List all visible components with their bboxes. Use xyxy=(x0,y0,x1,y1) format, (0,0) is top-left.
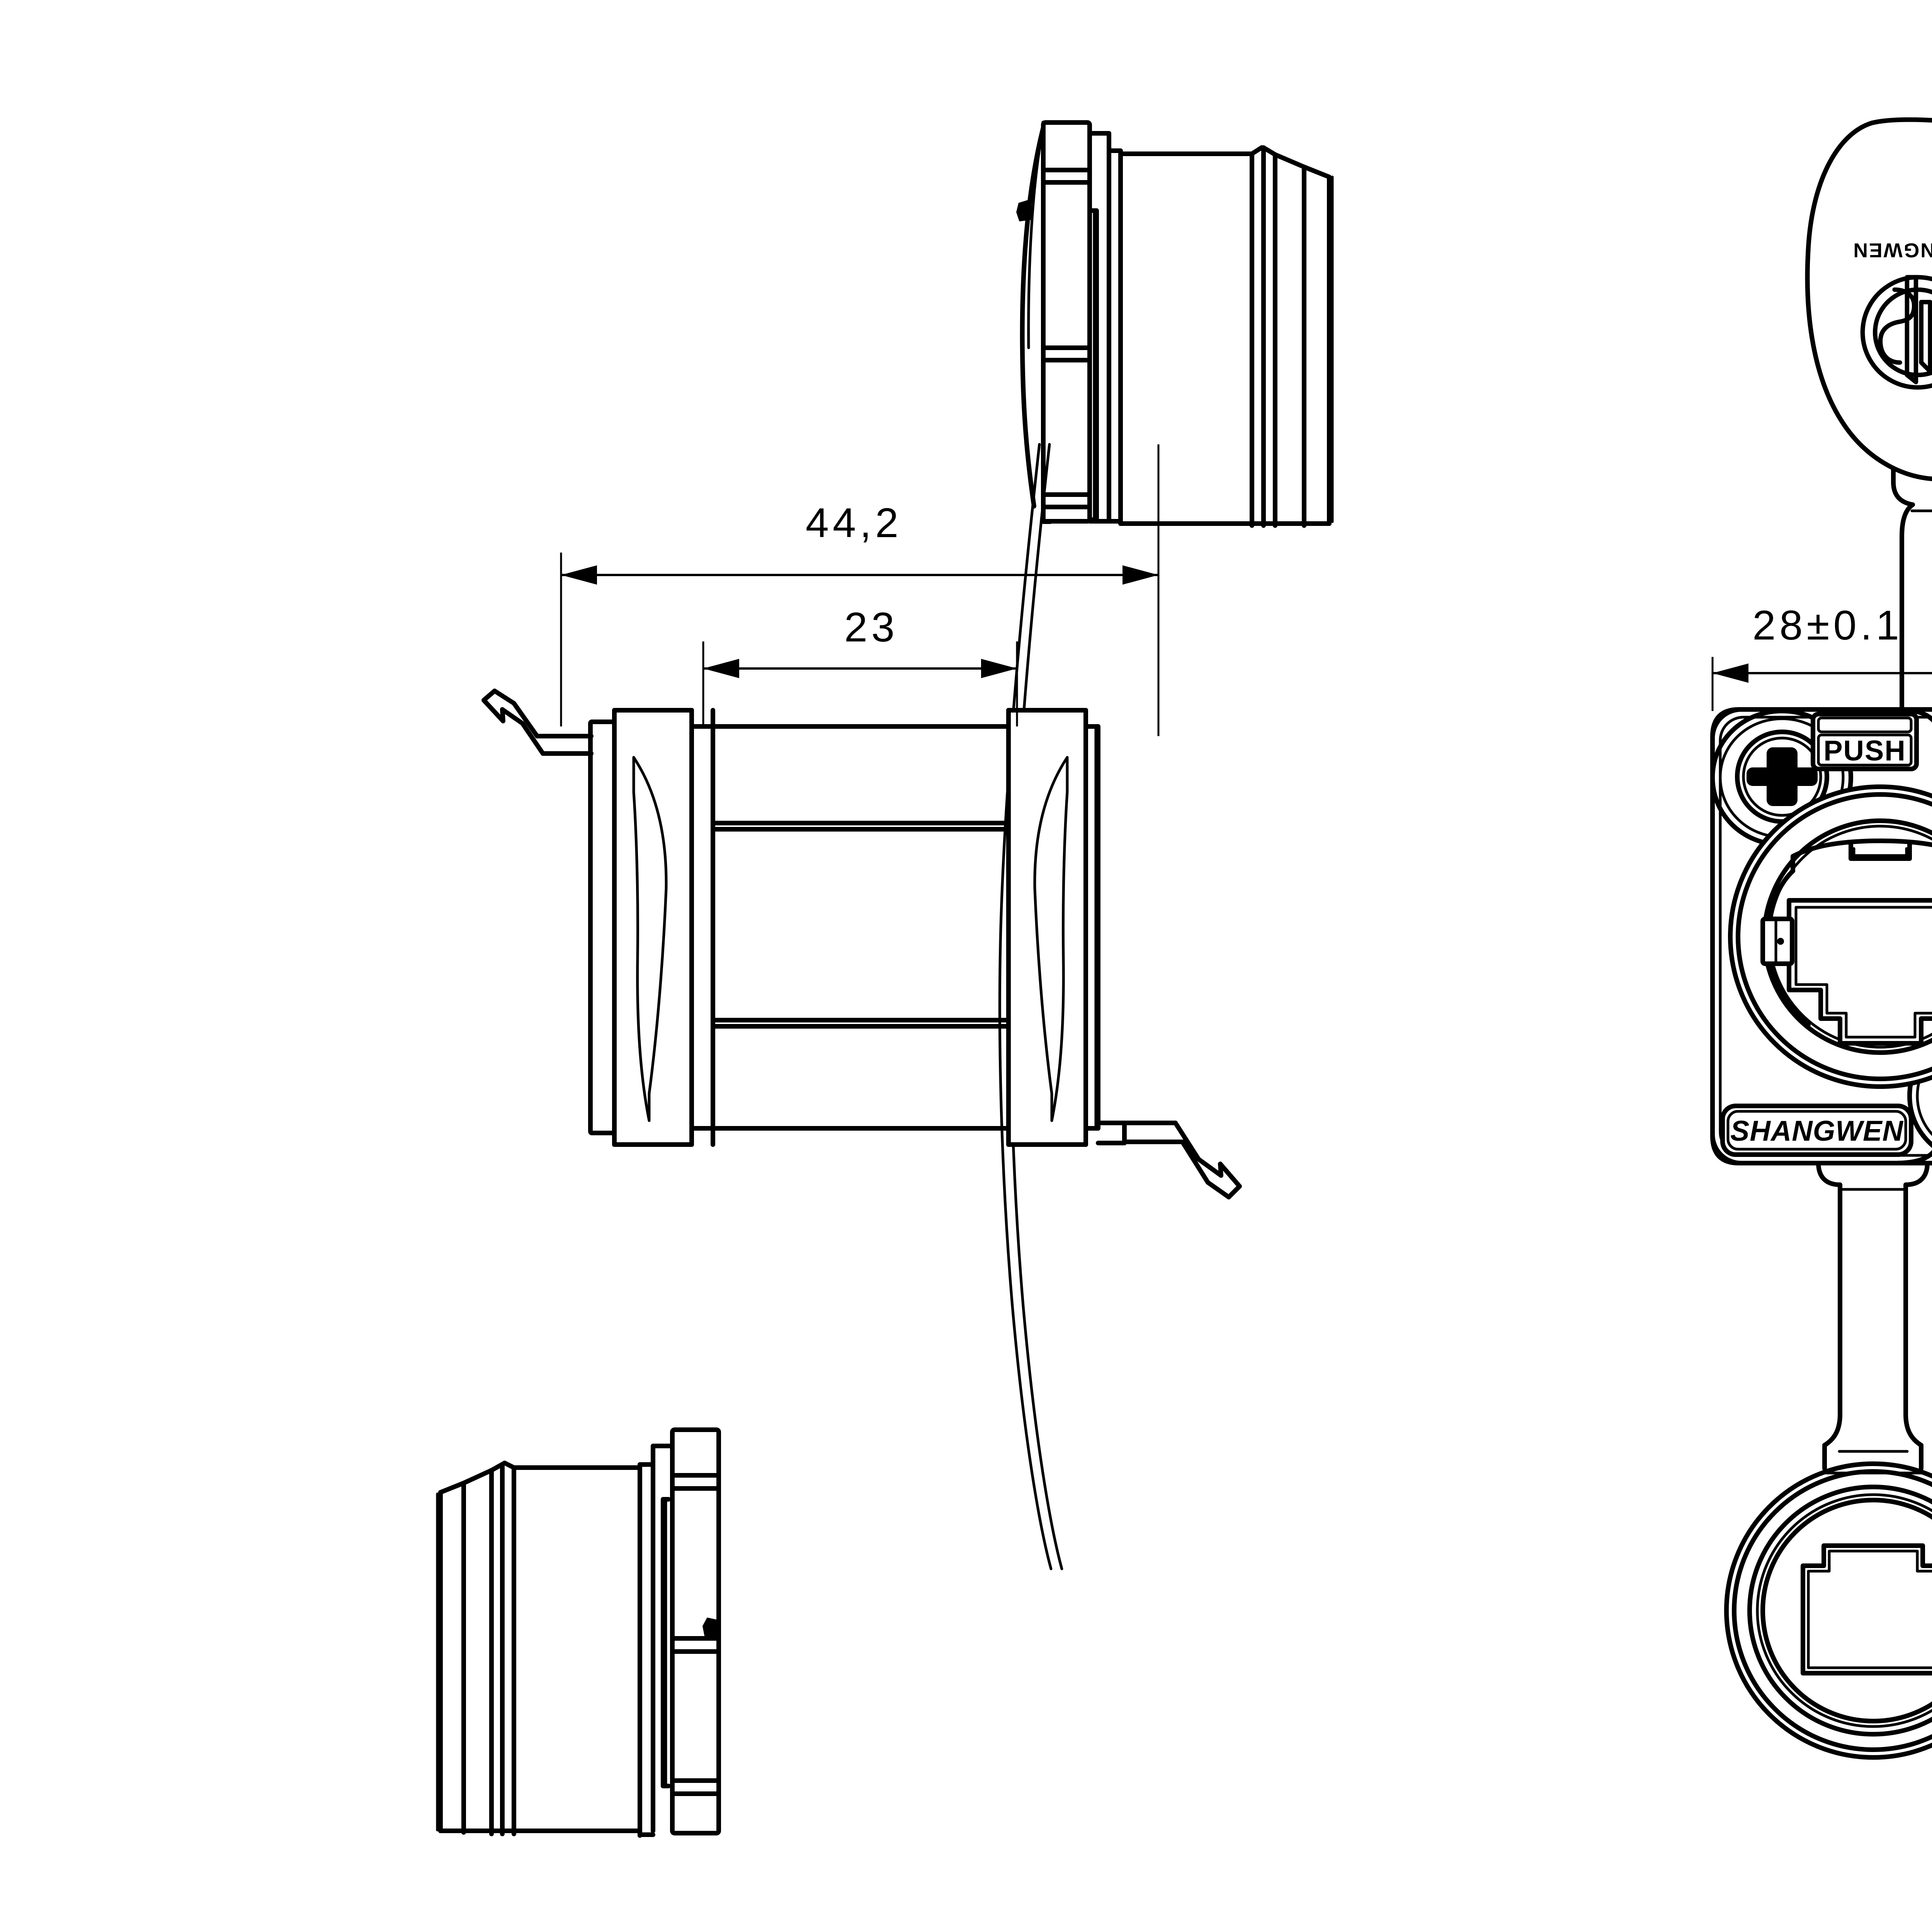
side-view-body xyxy=(481,689,1242,1199)
front-view-dimensions: 28±0.1 33±0.1 xyxy=(1711,602,1932,711)
front-view: SHANGWEN xyxy=(1710,117,1932,1760)
front-view-lower-strap xyxy=(1816,1161,1930,1453)
rj45-socket xyxy=(1760,839,1932,1046)
side-view-bottom-cap xyxy=(436,1427,721,1838)
dimension-label-flange-width: 28±0.1 xyxy=(1752,602,1903,648)
dimension-label-overall-length: 44,2 xyxy=(806,499,902,546)
mounting-hook-upper xyxy=(481,689,594,756)
screw-top-left-icon xyxy=(1735,730,1829,824)
front-view-upper-strap xyxy=(1900,502,1932,709)
side-view-dimensions: 44,2 23 xyxy=(560,444,1160,736)
side-view xyxy=(436,120,1334,1838)
brand-plate-label: SHANGWEN xyxy=(1730,1115,1903,1147)
mounting-hook-lower xyxy=(1122,1121,1242,1199)
front-view-bottom-cap xyxy=(1724,1443,1932,1760)
dimension-label-body-length: 23 xyxy=(844,604,898,650)
push-button[interactable]: PUSH xyxy=(1811,712,1919,771)
front-view-top-cap: SHANGWEN xyxy=(1805,117,1932,507)
front-view-flange-plate: PUSH xyxy=(1710,707,1932,1165)
side-view-top-cap xyxy=(1016,120,1334,528)
top-cap-logo-icon xyxy=(1860,275,1932,390)
top-cap-brand-label: SHANGWEN xyxy=(1852,239,1932,261)
brand-plate: SHANGWEN xyxy=(1720,1104,1913,1157)
push-button-label: PUSH xyxy=(1823,735,1906,767)
